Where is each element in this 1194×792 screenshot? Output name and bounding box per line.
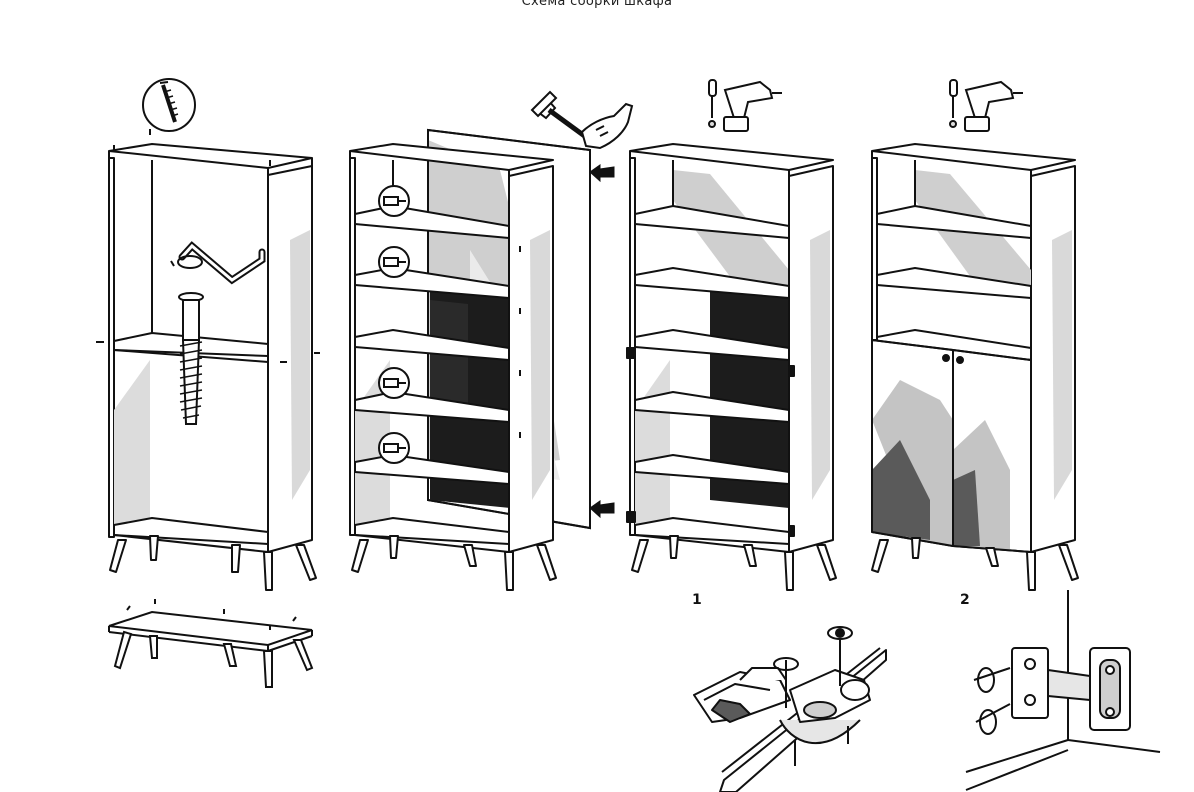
screwdriver-drill-icon-2 <box>949 79 1023 132</box>
screwdriver-drill-icon <box>708 79 782 132</box>
hinge-detail-1 <box>693 626 887 792</box>
screw-detail-callout <box>142 78 196 135</box>
hex-key-icon <box>170 241 266 285</box>
cabinet-shelves-step <box>349 143 557 591</box>
hinge-detail-2 <box>965 590 1161 791</box>
diagram-title: Схема сборки шкафа <box>521 0 673 9</box>
base-platform <box>108 599 314 688</box>
cabinet-doors-step <box>871 143 1079 591</box>
hammer-hand-icon <box>530 90 634 150</box>
step-label-1: 1 <box>692 592 702 608</box>
cabinet-frame-step <box>96 143 320 591</box>
step-label-2: 2 <box>960 592 970 608</box>
shelf-pin-callouts <box>378 185 410 464</box>
insert-arrow-icon <box>589 164 615 519</box>
confirmat-screw-icon <box>178 292 204 425</box>
cabinet-hinges-step <box>626 143 837 591</box>
